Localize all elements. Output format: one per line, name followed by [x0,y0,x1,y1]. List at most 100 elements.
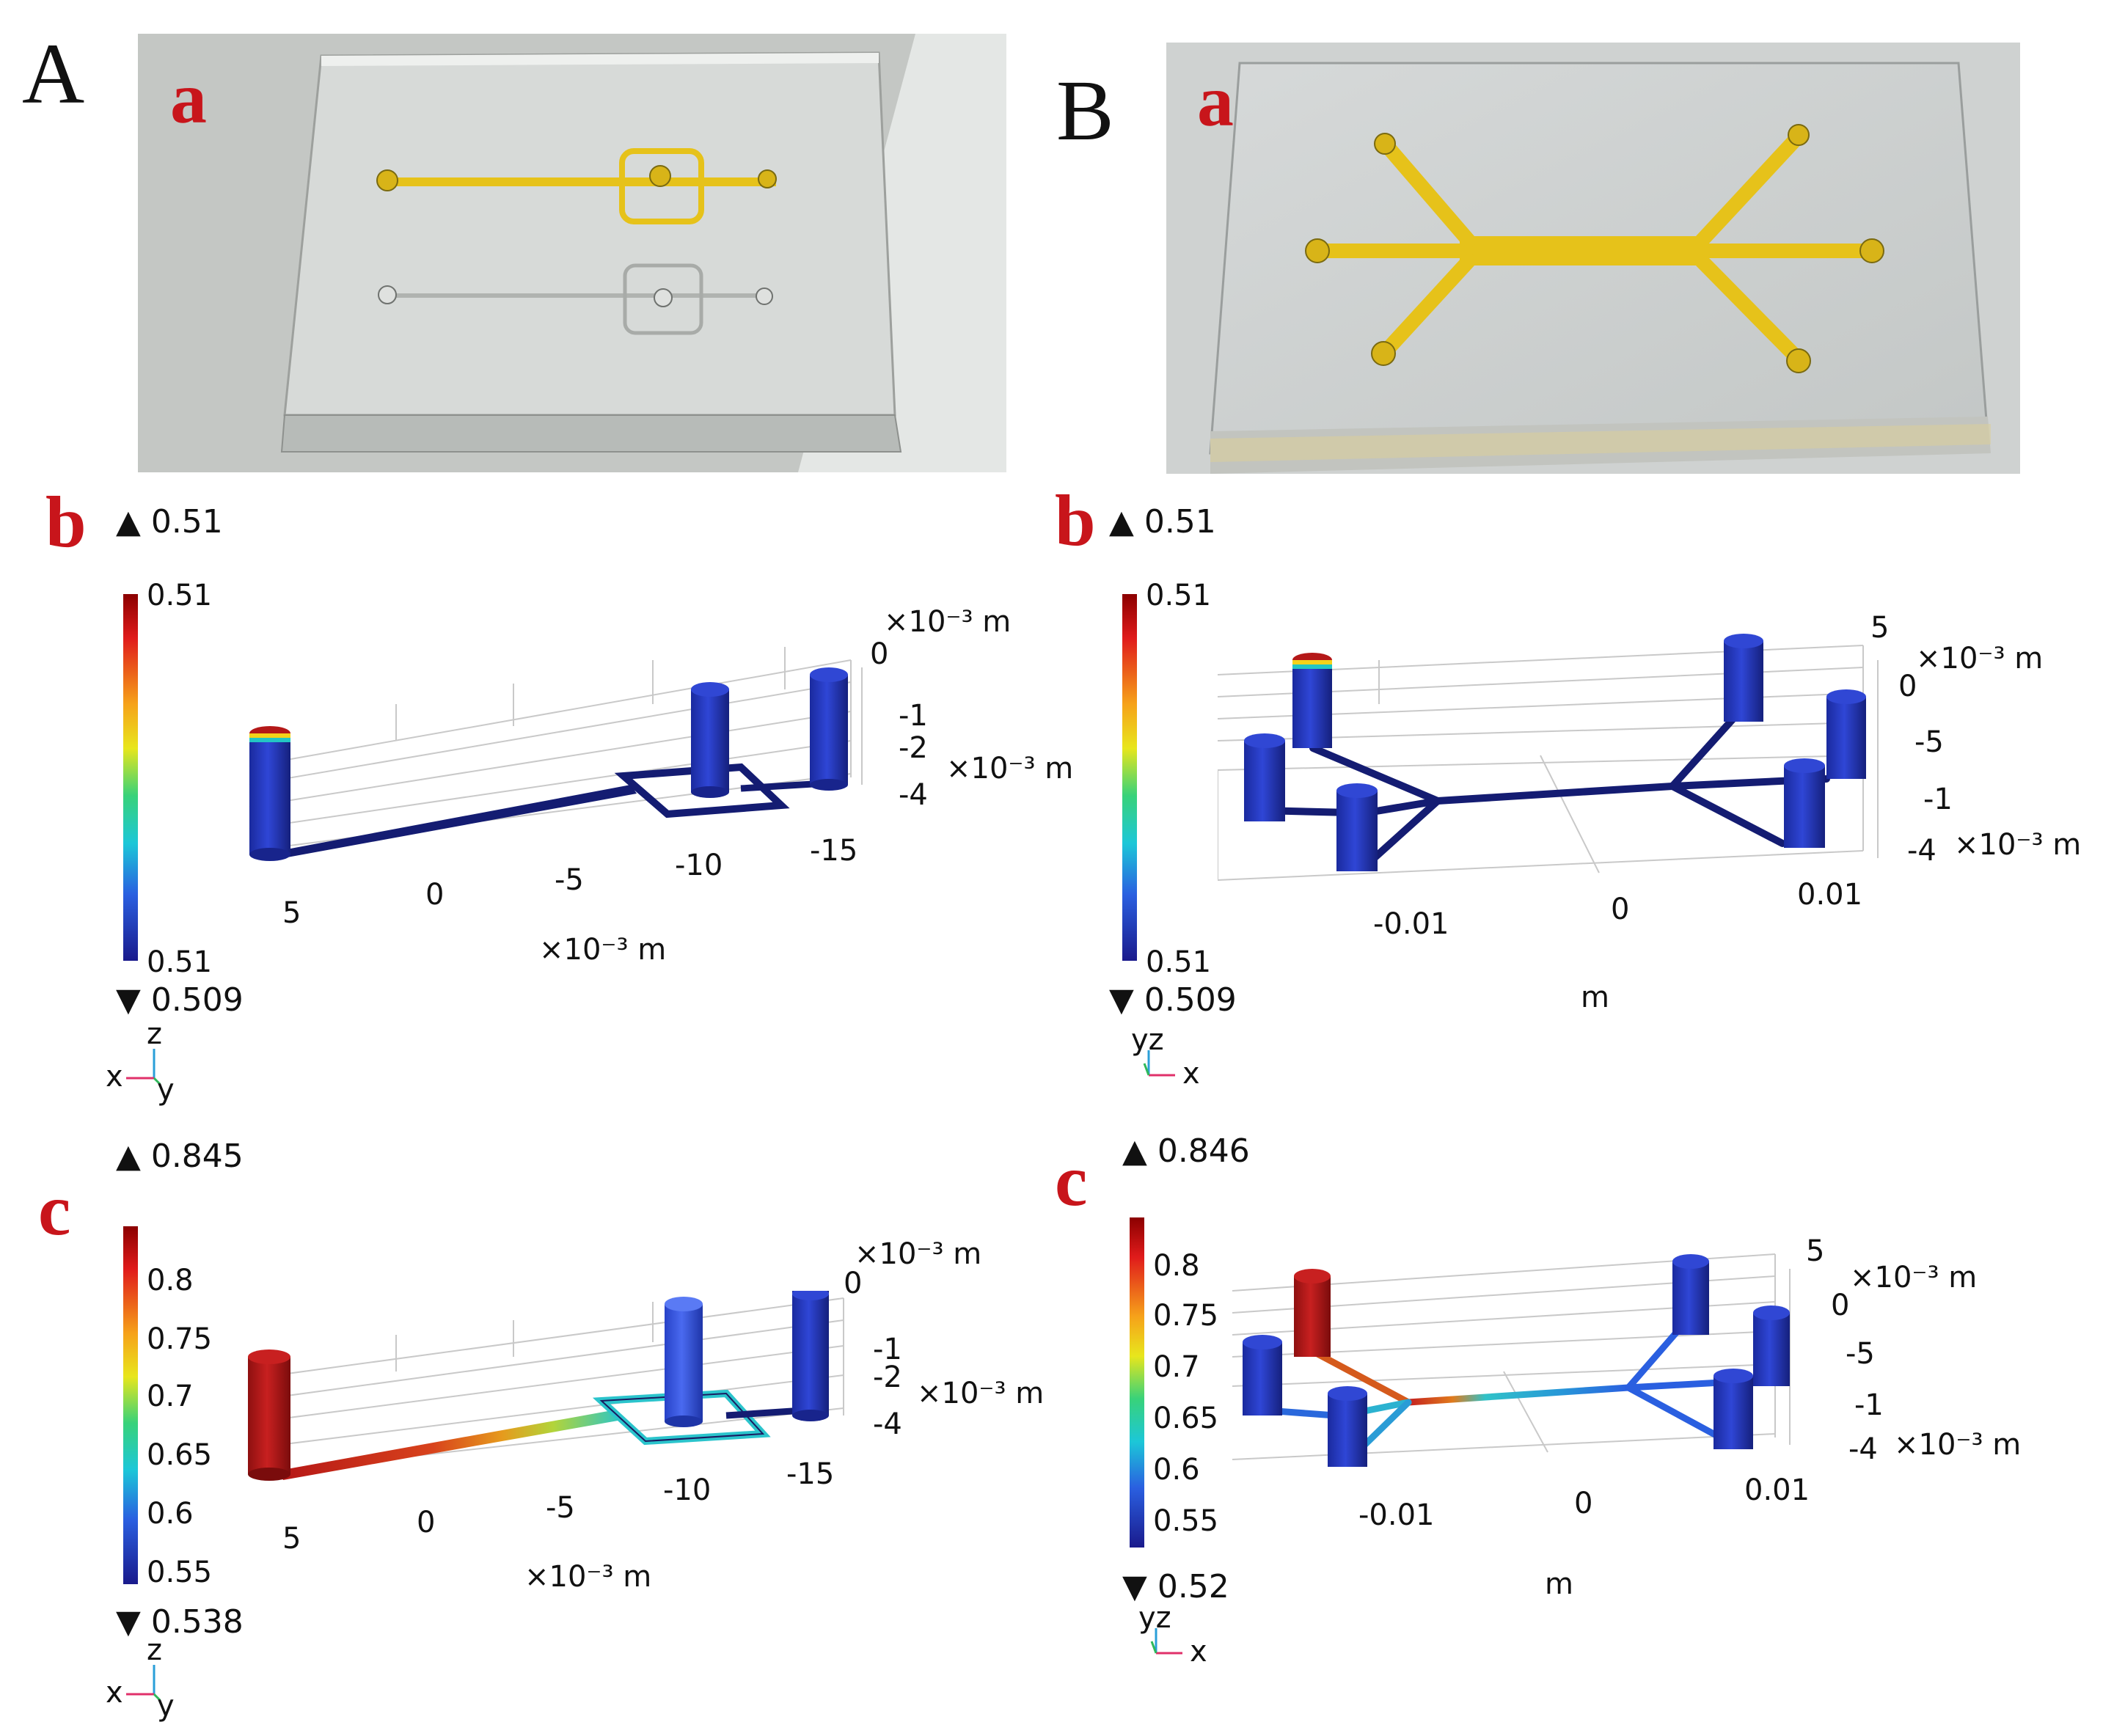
panel-A-b-z-tick-1: -1 [899,699,928,733]
panel-A-c-x-tick-3: -10 [663,1473,712,1507]
triad-x-label: x [106,1676,123,1710]
panel-B-b-x-tick-0: -0.01 [1373,907,1449,941]
panel-B-b-axis-triad: yz x [1122,1019,1218,1100]
panel-B-b-colorbar-bottom: 0.51 [1146,945,1212,979]
panel-A-c-z-tick-0: 0 [844,1267,863,1300]
panel-B-c-y-unit: ×10⁻³ m [1850,1261,1978,1294]
panel-A-b-min-marker: ▼ 0.509 [116,981,244,1019]
panel-A-c-z-unit-top: ×10⁻³ m [855,1237,982,1271]
panel-A-b-z-unit-side: ×10⁻³ m [946,752,1074,785]
panel-B-c-label: c [1055,1140,1088,1221]
panel-A-b-colorbar-top: 0.51 [147,579,213,612]
panel-B-c-x-unit: m [1545,1567,1573,1601]
panel-A-c-x-tick-0: 5 [282,1522,301,1556]
panel-B-c-z-tick-1: -4 [1848,1432,1878,1466]
panel-A-c-z-unit-side: ×10⁻³ m [917,1377,1045,1410]
panel-A-c-cbar-tick-4: 0.6 [147,1497,194,1531]
panel-A-c-3d-plot [235,1287,880,1511]
panel-A-b-colorbar [123,594,138,961]
panel-B-c-colorbar [1130,1217,1144,1548]
panel-A-c-x-tick-1: 0 [417,1506,436,1539]
panel-A-b-axis-triad: z x y [103,1019,191,1107]
panel-A-c-cbar-tick-5: 0.55 [147,1556,213,1589]
panel-A-c-cbar-tick-1: 0.75 [147,1322,213,1356]
panel-B-b-z-unit: ×10⁻³ m [1954,828,2082,862]
panel-A-c-x-tick-2: -5 [546,1491,575,1525]
panel-B-b-label: b [1055,480,1096,561]
triad-x-label: x [1182,1057,1200,1091]
triad-x-label: x [1190,1635,1207,1669]
panel-B-c-z-tick-0: -1 [1854,1388,1884,1422]
panel-A-b-colorbar-bottom: 0.51 [147,945,213,979]
panel-B-c-cbar-tick-2: 0.7 [1153,1350,1200,1384]
panel-B-c-axis-triad: yz x [1130,1597,1225,1678]
panel-A-b-z-tick-2: -2 [899,731,928,765]
panel-B-b-3d-plot [1217,631,1900,895]
panel-B-b-colorbar-top: 0.51 [1146,579,1212,612]
panel-A-b-z-tick-0: 0 [870,637,889,671]
chip-photo-B [1166,43,2020,474]
panel-A-photo-label: a [170,57,207,139]
panel-B-c-cbar-tick-4: 0.6 [1153,1453,1200,1487]
triad-x-label: x [106,1060,123,1094]
panel-A-b-z-unit-top: ×10⁻³ m [884,605,1012,639]
triad-yz-label: yz [1131,1023,1164,1057]
panel-B-c-x-tick-2: 0.01 [1744,1473,1810,1507]
panel-letter-B: B [1056,62,1114,158]
panel-B-c-max-marker: ▲ 0.846 [1122,1132,1250,1170]
panel-A-c-axis-triad: z x y [103,1636,191,1724]
panel-B-c-cbar-tick-0: 0.8 [1153,1249,1200,1283]
panel-A-b-x-tick-1: 0 [425,878,445,912]
panel-B-b-y-tick-0: 5 [1870,611,1890,645]
panel-B-b-colorbar [1122,594,1137,961]
panel-B-c-cbar-tick-3: 0.65 [1153,1402,1219,1435]
panel-A-c-x-unit: ×10⁻³ m [524,1560,652,1594]
panel-A-c-colorbar [123,1226,138,1584]
panel-A-b-x-tick-2: -5 [555,863,584,897]
panel-A-c-cbar-tick-2: 0.7 [147,1380,194,1413]
panel-B-b-y-tick-1: 0 [1898,670,1917,703]
triad-yz-label: yz [1138,1601,1171,1635]
panel-A-c-x-tick-4: -15 [786,1457,835,1491]
panel-B-c-y-tick-2: -5 [1846,1337,1875,1371]
panel-B-b-x-tick-2: 0.01 [1797,878,1863,912]
panel-B-photo-label: a [1197,60,1234,142]
panel-A-b-label: b [45,481,87,563]
panel-B-c-cbar-tick-1: 0.75 [1153,1299,1219,1333]
panel-B-b-x-tick-1: 0 [1611,893,1630,926]
triad-y-label: y [157,1689,175,1723]
panel-B-b-z-tick-1: -4 [1907,834,1936,868]
panel-A-c-min-marker: ▼ 0.538 [116,1603,244,1641]
panel-A-c-z-tick-1: -1 [873,1333,902,1366]
panel-B-b-min-marker: ▼ 0.509 [1109,981,1237,1019]
panel-A-c-cbar-tick-3: 0.65 [147,1438,213,1472]
panel-A-c-z-tick-2: -2 [873,1360,902,1394]
panel-B-c-z-unit: ×10⁻³ m [1894,1428,2022,1462]
panel-B-c-cbar-tick-5: 0.55 [1153,1504,1219,1538]
panel-B-b-max-marker: ▲ 0.51 [1109,503,1216,541]
panel-B-c-y-tick-0: 5 [1806,1234,1825,1268]
panel-A-c-label: c [38,1169,71,1250]
triad-z-label: z [147,1633,162,1667]
panel-letter-A: A [22,26,85,122]
panel-B-c-x-tick-0: -0.01 [1358,1498,1435,1532]
chip-photo-A [138,34,1006,472]
panel-B-b-x-unit: m [1581,981,1609,1014]
panel-B-c-y-tick-1: 0 [1831,1289,1850,1322]
panel-A-c-max-marker: ▲ 0.845 [116,1138,244,1175]
panel-A-b-x-tick-0: 5 [282,896,301,930]
panel-A-b-3d-plot [235,631,895,895]
panel-B-b-z-tick-0: -1 [1923,783,1953,816]
panel-A-b-z-tick-3: -4 [899,778,928,812]
panel-B-c-3d-plot [1232,1247,1812,1474]
panel-B-c-x-tick-1: 0 [1574,1487,1593,1520]
panel-B-b-y-tick-2: -5 [1914,725,1944,759]
triad-z-label: z [147,1017,162,1051]
panel-B-b-y-unit: ×10⁻³ m [1916,642,2044,675]
panel-A-b-max-marker: ▲ 0.51 [116,503,223,541]
panel-A-b-x-tick-4: -15 [810,834,858,868]
panel-B-c-min-marker: ▼ 0.52 [1122,1568,1229,1605]
panel-A-b-x-tick-3: -10 [675,849,723,882]
panel-A-b-x-unit: ×10⁻³ m [539,933,667,967]
panel-A-c-z-tick-3: -4 [873,1407,902,1441]
